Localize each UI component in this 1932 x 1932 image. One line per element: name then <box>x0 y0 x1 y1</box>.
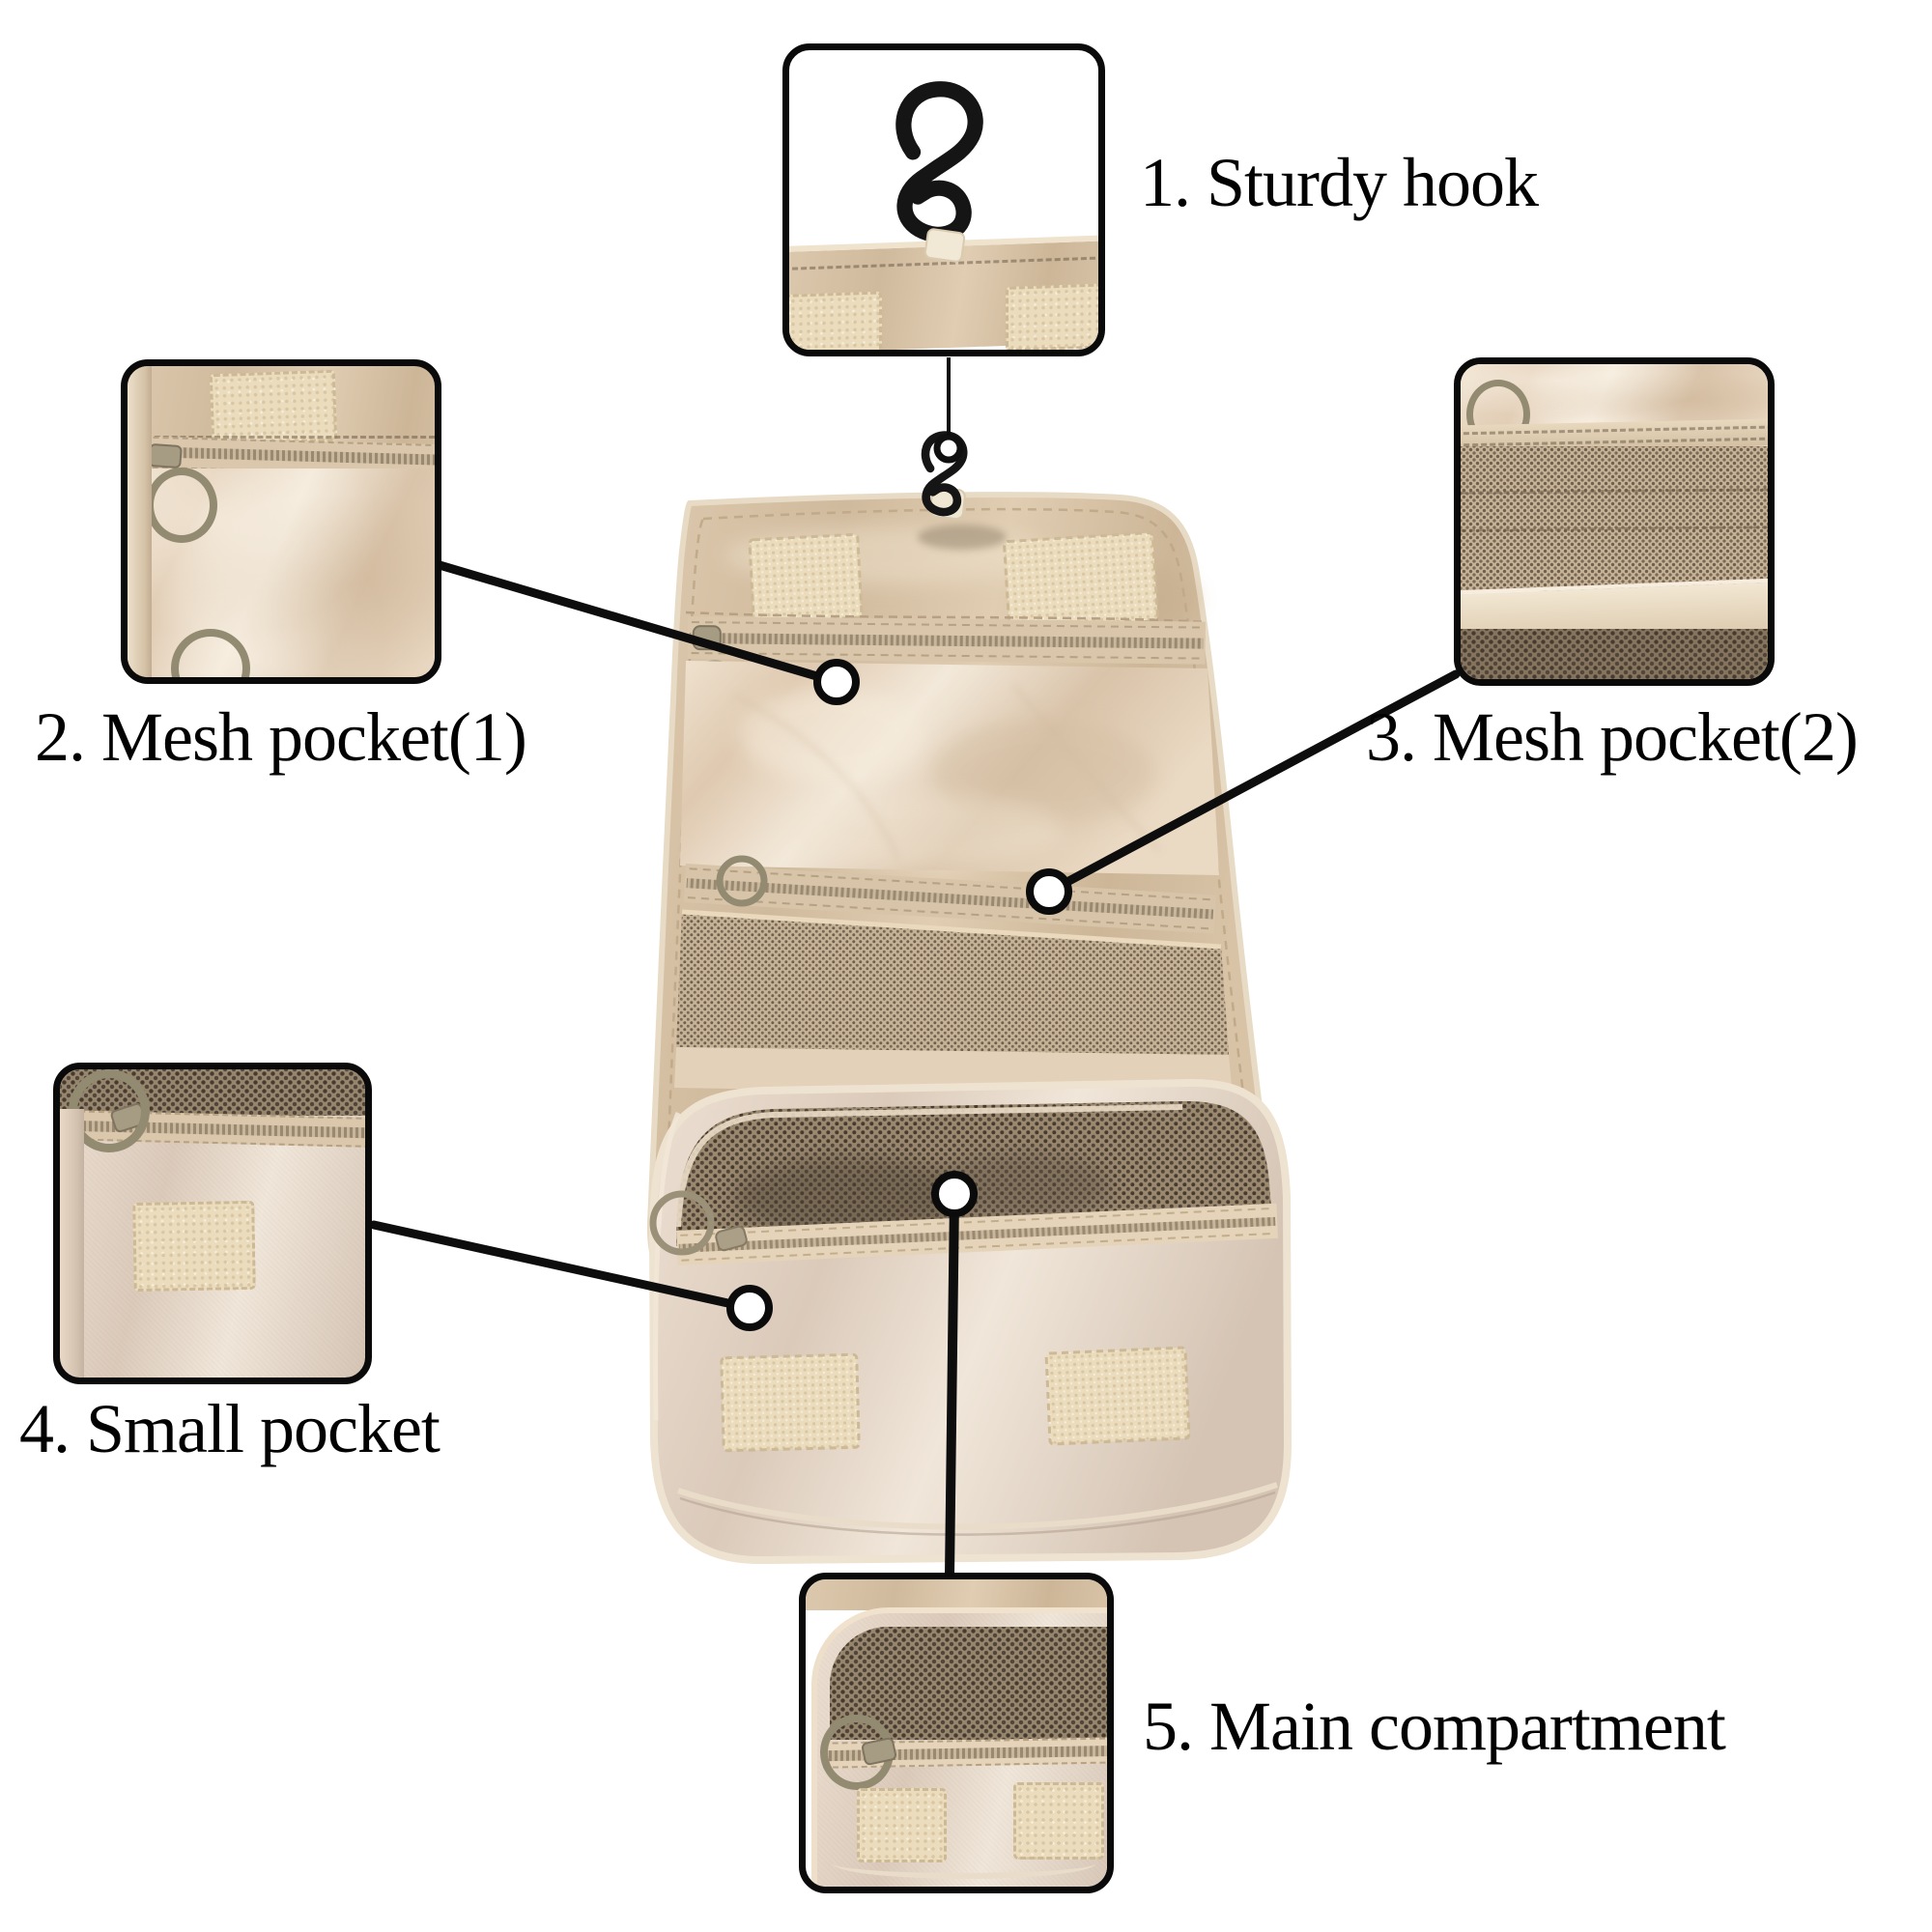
zipper-pouch <box>676 1203 1278 1265</box>
callout-box-main-compartment <box>799 1573 1114 1893</box>
callout-box-mesh-pocket-1 <box>121 359 441 684</box>
velcro-patch <box>209 370 338 446</box>
mesh-pocket-1-window <box>680 661 1219 875</box>
mesh-fabric-dark <box>1461 628 1768 679</box>
hanging-hook <box>918 436 1007 550</box>
callout-box-sturdy-hook <box>782 43 1105 356</box>
callout-label-mesh-pocket-1: 2. Mesh pocket(1) <box>35 698 527 776</box>
zipper-middle <box>683 864 1217 934</box>
hook-strap <box>923 227 966 264</box>
pouch-velcro-right <box>1044 1346 1191 1446</box>
bag-edge-piping <box>60 1109 85 1378</box>
zipper-top <box>687 616 1206 665</box>
velcro-patch <box>1005 282 1098 350</box>
hook-shadow <box>918 525 1007 550</box>
pouch-velcro-left <box>720 1352 861 1453</box>
zipper-ring-pull-middle <box>716 855 768 907</box>
callout-box-small-pocket <box>53 1063 372 1384</box>
callout-label-main-compartment: 5. Main compartment <box>1143 1688 1726 1765</box>
zipper-ring-pull <box>146 467 218 543</box>
stitch-line <box>146 436 435 440</box>
flap-velcro-left <box>748 532 864 625</box>
zipper-slider <box>148 442 184 469</box>
callout-label-sturdy-hook: 1. Sturdy hook <box>1140 144 1539 221</box>
pouch-bottom-seam <box>832 1848 1095 1879</box>
flap-velcro-right <box>1003 531 1159 630</box>
velcro-patch <box>1013 1782 1104 1860</box>
velcro-patch <box>789 291 883 350</box>
callout-box-mesh-pocket-2 <box>1454 357 1775 686</box>
velcro-patch <box>856 1788 948 1862</box>
back-panel-fabric <box>806 1579 1107 1610</box>
callout-label-small-pocket: 4. Small pocket <box>19 1390 440 1467</box>
pouch-front <box>811 1606 1107 1887</box>
bag-edge-piping <box>128 366 153 677</box>
hook-swivel-ring <box>933 433 964 464</box>
pouch-bottom-seam <box>677 1482 1278 1530</box>
velcro-patch <box>132 1201 256 1293</box>
zipper-ring-pull <box>170 629 250 677</box>
callout-label-mesh-pocket-2: 3. Mesh pocket(2) <box>1366 698 1859 776</box>
mesh-fabric <box>1461 445 1768 591</box>
